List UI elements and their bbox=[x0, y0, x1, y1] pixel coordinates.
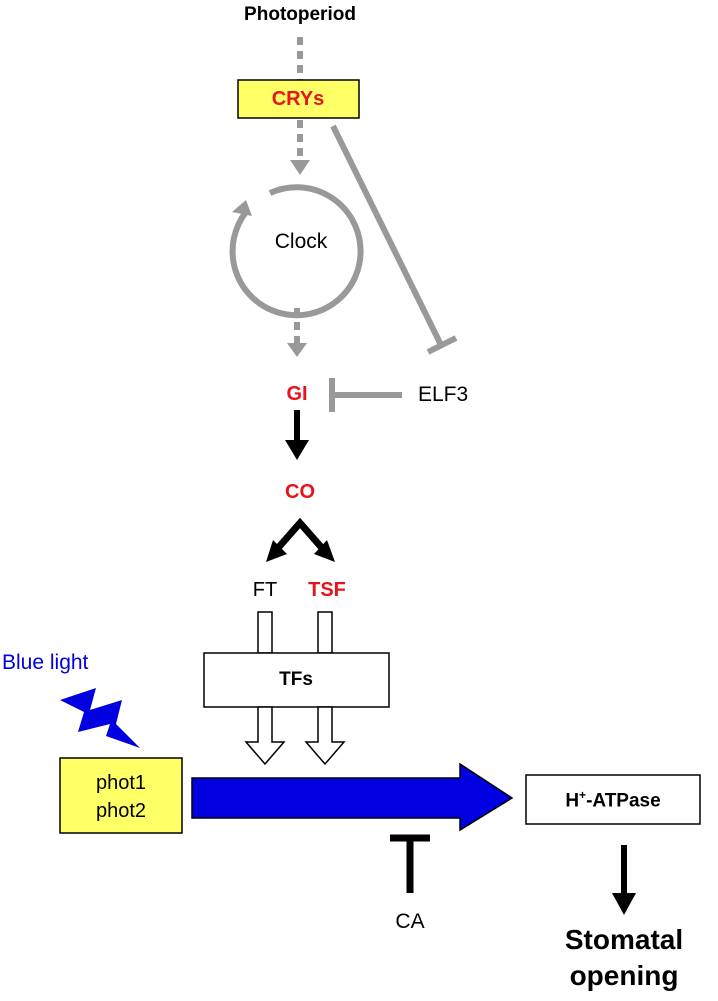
tsf-to-tfs-stem bbox=[317, 611, 333, 654]
h-atpase-to-stomatal-arrowhead bbox=[612, 893, 636, 915]
co-to-ft-arrowhead bbox=[266, 540, 287, 562]
crys-label: CRYs bbox=[271, 88, 325, 110]
ft-label: FT bbox=[252, 579, 278, 601]
opening-label: opening bbox=[569, 960, 679, 991]
tfs-to-pathway-open-arrow-1 bbox=[244, 706, 286, 766]
elf3-label: ELF3 bbox=[418, 383, 469, 406]
clock-circle-arrowhead bbox=[232, 200, 252, 216]
co-to-tsf-arrowhead bbox=[314, 540, 335, 562]
phot1-label: phot1 bbox=[95, 772, 147, 794]
phot2-label: phot2 bbox=[95, 800, 147, 822]
crys-box bbox=[237, 79, 360, 119]
tfs-to-pathway-open-arrow-2 bbox=[304, 706, 346, 766]
blue-signal-arrow bbox=[191, 762, 514, 832]
blue-light-bolt-icon bbox=[60, 688, 140, 748]
gi-label: GI bbox=[286, 383, 308, 405]
co-label: CO bbox=[285, 481, 315, 503]
photoperiod-label: Photoperiod bbox=[244, 4, 356, 25]
phot-box bbox=[59, 757, 183, 834]
stomatal-label: Stomatal bbox=[564, 924, 684, 955]
tsf-label: TSF bbox=[308, 579, 346, 601]
tfs-box bbox=[203, 652, 390, 708]
gi-to-co-arrowhead bbox=[285, 440, 309, 460]
h-atpase-box bbox=[525, 774, 701, 825]
clock-circle bbox=[229, 184, 364, 319]
h-atpase-label: H+-ATPase bbox=[565, 788, 661, 812]
clock-label: Clock bbox=[274, 230, 328, 253]
crys-to-clock-arrowhead bbox=[290, 160, 310, 175]
ft-to-tfs-stem bbox=[257, 611, 273, 654]
blue-light-label: Blue light bbox=[2, 651, 89, 674]
co-to-ft-tsf-chevron bbox=[275, 517, 325, 551]
clock-to-gi-arrowhead bbox=[287, 343, 307, 357]
crys-inhibits-elf3 bbox=[330, 124, 444, 347]
crys-inhibits-elf3-bar bbox=[426, 335, 458, 355]
tfs-label: TFs bbox=[279, 669, 313, 690]
ca-label: CA bbox=[395, 910, 425, 933]
